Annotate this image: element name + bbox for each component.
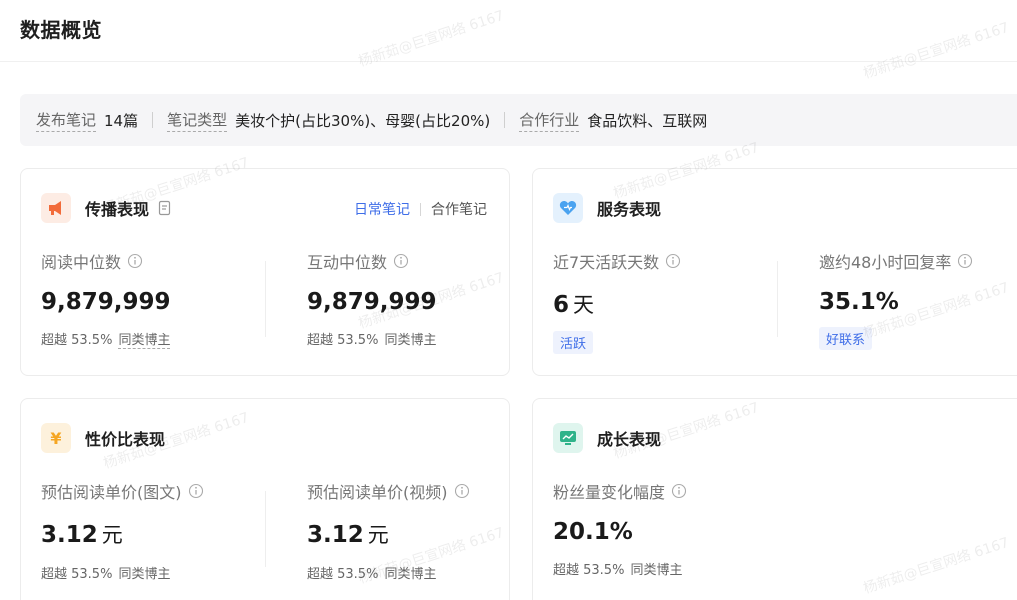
- summary-value: 食品饮料、互联网: [587, 111, 708, 130]
- summary-notes-count: 发布笔记 14篇: [36, 109, 138, 132]
- metric-unit: 元: [367, 523, 389, 547]
- divider: [504, 112, 506, 128]
- status-badge: 活跃: [553, 331, 594, 354]
- peer-group-link[interactable]: 同类博主: [118, 333, 171, 349]
- card-spread: 传播表现 日常笔记 合作笔记 阅读中位数 9,879,999 超越 53.5% 同…: [20, 168, 510, 376]
- metric-interaction-median: 互动中位数 9,879,999 超越 53.5% 同类博主: [307, 249, 437, 348]
- metric-label: 粉丝量变化幅度: [553, 483, 666, 502]
- metric-label: 邀约48小时回复率: [819, 253, 952, 272]
- card-header: 传播表现: [41, 193, 173, 223]
- summary-value: 14篇: [104, 111, 139, 130]
- metric-label: 互动中位数: [307, 253, 388, 272]
- card-header: 成长表现: [553, 423, 661, 453]
- heart-icon: [553, 193, 583, 223]
- metric-value: 20.1%: [553, 519, 633, 545]
- metric-value: 9,879,999: [41, 289, 171, 315]
- card-title: 成长表现: [597, 430, 662, 449]
- divider: [265, 261, 266, 337]
- compare-text: 超越 53.5%: [307, 567, 379, 582]
- card-growth: 成长表现 粉丝量变化幅度 20.1% 超越 53.5% 同类博主: [532, 398, 1017, 600]
- divider: [420, 202, 421, 216]
- info-icon[interactable]: [188, 483, 204, 499]
- megaphone-icon: [41, 193, 71, 223]
- page-header: 数据概览: [0, 0, 1017, 62]
- compare-text: 超越 53.5%: [307, 333, 379, 348]
- tab-partner-notes[interactable]: 合作笔记: [431, 202, 487, 218]
- card-title: 性价比表现: [85, 430, 166, 449]
- peer-group-label: 同类博主: [384, 333, 437, 348]
- tab-daily-notes[interactable]: 日常笔记: [354, 202, 410, 218]
- card-header: 服务表现: [553, 193, 661, 223]
- divider: [777, 261, 778, 337]
- info-icon[interactable]: [454, 483, 470, 499]
- info-icon[interactable]: [957, 253, 973, 269]
- info-icon[interactable]: [393, 253, 409, 269]
- metric-label: 阅读中位数: [41, 253, 122, 272]
- info-icon[interactable]: [665, 253, 681, 269]
- yuan-icon: ¥: [41, 423, 71, 453]
- document-icon[interactable]: [157, 200, 173, 216]
- peer-group-label: 同类博主: [630, 563, 683, 578]
- summary-label[interactable]: 发布笔记: [36, 109, 97, 132]
- summary-value: 美妆个护(占比30%)、母婴(占比20%): [235, 111, 491, 130]
- summary-bar: 发布笔记 14篇 笔记类型 美妆个护(占比30%)、母婴(占比20%) 合作行业…: [20, 94, 1017, 146]
- summary-industries: 合作行业 食品饮料、互联网: [519, 109, 707, 132]
- metric-read-median: 阅读中位数 9,879,999 超越 53.5% 同类博主: [41, 249, 171, 349]
- metric-label: 预估阅读单价(视频): [307, 483, 448, 502]
- card-title: 服务表现: [597, 200, 662, 219]
- summary-label[interactable]: 合作行业: [519, 109, 580, 132]
- divider: [265, 491, 266, 567]
- compare-text: 超越 53.5%: [41, 333, 113, 348]
- compare-text: 超越 53.5%: [41, 567, 113, 582]
- metric-value: 9,879,999: [307, 289, 437, 315]
- card-title: 传播表现: [85, 200, 150, 219]
- metric-follower-change: 粉丝量变化幅度 20.1% 超越 53.5% 同类博主: [553, 479, 687, 578]
- metric-label: 预估阅读单价(图文): [41, 483, 182, 502]
- summary-label[interactable]: 笔记类型: [167, 109, 228, 132]
- peer-group-label: 同类博主: [384, 567, 437, 582]
- metric-value: 3.12: [41, 522, 98, 548]
- info-icon[interactable]: [127, 253, 143, 269]
- divider: [152, 112, 154, 128]
- status-badge: 好联系: [819, 327, 873, 350]
- trend-chart-icon: [553, 423, 583, 453]
- metric-value: 6: [553, 292, 570, 318]
- note-type-tabs: 日常笔记 合作笔记: [354, 199, 487, 219]
- info-icon[interactable]: [671, 483, 687, 499]
- metric-reply-rate: 邀约48小时回复率 35.1% 好联系: [819, 249, 973, 350]
- summary-note-types: 笔记类型 美妆个护(占比30%)、母婴(占比20%): [167, 109, 490, 132]
- card-header: ¥ 性价比表现: [41, 423, 165, 453]
- metric-value: 3.12: [307, 522, 364, 548]
- compare-text: 超越 53.5%: [553, 563, 625, 578]
- metric-unit: 元: [101, 523, 123, 547]
- peer-group-label: 同类博主: [118, 567, 171, 582]
- metric-value: 35.1%: [819, 289, 899, 315]
- metric-unit: 天: [573, 293, 595, 317]
- metric-label: 近7天活跃天数: [553, 253, 660, 272]
- page-title: 数据概览: [20, 18, 102, 42]
